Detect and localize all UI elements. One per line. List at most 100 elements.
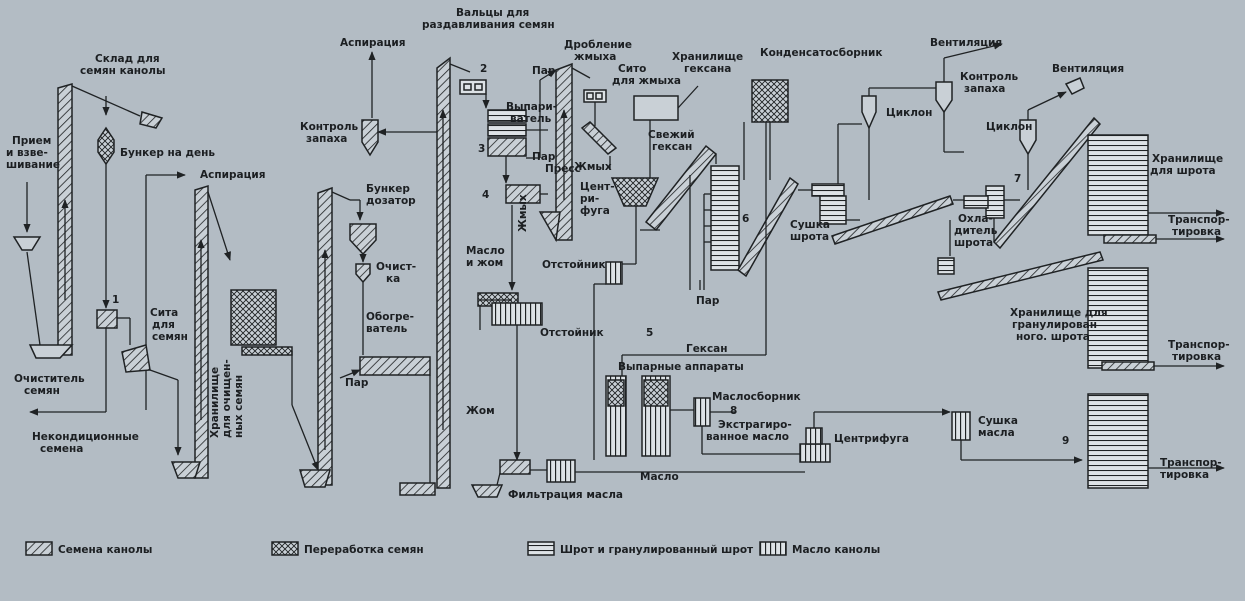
cake-screen xyxy=(580,121,618,155)
label-otstoinik-1: Отстойник xyxy=(542,259,606,271)
label-n1: 1 xyxy=(112,294,119,306)
label-n7: 7 xyxy=(1014,173,1021,185)
meal-storage xyxy=(1087,134,1149,236)
label-vyparnye: Выпарные аппараты xyxy=(618,361,744,373)
label-zhmyh: Жмых xyxy=(574,161,612,173)
dosing-bunker xyxy=(349,223,377,256)
extraction-section xyxy=(538,62,1083,473)
label-zhmyh-vert: Жмых xyxy=(517,194,529,232)
label-par-2: Пар xyxy=(532,151,556,163)
receiving-section xyxy=(12,83,333,488)
cooker xyxy=(487,137,527,157)
seed-screens-2 xyxy=(121,344,151,373)
legend-swatch-seeds xyxy=(25,541,53,556)
label-n8: 8 xyxy=(730,405,737,417)
oil-storage-9 xyxy=(1087,393,1149,489)
legend-swatch-processing xyxy=(271,541,299,556)
label-hranilische-ochisch: Хранилищедля очищен-ных семян xyxy=(209,359,245,438)
legend-label-seeds: Семена канолы xyxy=(58,544,152,556)
aspiration-hopper-1 xyxy=(139,111,164,129)
legend-label-meal: Шрот и гранулированный шрот xyxy=(560,544,754,556)
pellet-conveyor xyxy=(937,251,1104,301)
label-ciklon-2: Циклон xyxy=(986,121,1032,133)
label-centrifuga-2: Центрифуга xyxy=(834,433,909,445)
label-zhom: Жом xyxy=(466,405,495,417)
label-ventil-1: Вентиляция xyxy=(930,37,1002,49)
cyclone-2 xyxy=(1019,119,1037,156)
filter-tank xyxy=(546,459,576,483)
condensate-collector xyxy=(751,79,789,123)
odor-control-2 xyxy=(935,81,953,114)
label-vyparivatel: Выпари-ватель xyxy=(506,101,557,125)
label-centrifuga-1: Цент-ри-фуга xyxy=(580,181,615,217)
day-bunker xyxy=(97,126,115,166)
desolventizer-6 xyxy=(710,165,740,271)
label-aspiration-1: Аспирация xyxy=(200,169,265,181)
label-obogrev: Обогре-ватель xyxy=(366,311,414,335)
extractor-conveyor xyxy=(644,144,718,232)
oil-collector xyxy=(693,397,711,427)
meal-conveyor-2 xyxy=(831,195,954,245)
label-ochistka: Очист-ка xyxy=(376,261,416,285)
legend-swatch-oil xyxy=(759,541,787,556)
ventilation-hood xyxy=(1064,77,1085,95)
meal-section xyxy=(798,42,1225,489)
oil-dryer xyxy=(951,411,971,441)
label-maslosbornik: Маслосборник xyxy=(712,391,801,403)
receiving-hopper xyxy=(12,236,42,251)
label-transport-2: Транспор-тировка xyxy=(1168,339,1230,363)
pellet-storage xyxy=(1087,267,1149,369)
cleaned-seed-storage xyxy=(230,289,277,346)
meal-dryer xyxy=(811,183,845,197)
meal-pelletizer xyxy=(937,257,955,275)
label-maslo: Масло xyxy=(640,471,679,483)
legend-label-processing: Переработка семян xyxy=(304,544,424,556)
label-par-3: Пар xyxy=(532,65,556,77)
fresh-hexane-tank xyxy=(633,95,679,121)
cleaning-unit xyxy=(355,263,371,284)
legend-swatch-meal xyxy=(527,541,555,556)
label-filtracia: Фильтрация масла xyxy=(508,489,623,501)
legend-label-oil: Масло канолы xyxy=(792,544,880,556)
label-n4: 4 xyxy=(482,189,489,201)
settler-2 xyxy=(605,261,623,285)
label-ekstr: Экстрагиро-ванное масло xyxy=(706,419,792,443)
legend: Семена канолы Переработка семян Шрот и г… xyxy=(25,541,880,556)
label-n2: 2 xyxy=(480,63,487,75)
label-transport-3: Транспор-тировка xyxy=(1160,457,1222,481)
evaporator-1 xyxy=(487,109,527,123)
seed-screens-1 xyxy=(96,309,118,329)
heater xyxy=(359,356,431,376)
label-ventil-2: Вентиляция xyxy=(1052,63,1124,75)
label-par-1: Пар xyxy=(345,377,369,389)
oil-filter xyxy=(499,459,531,475)
label-par-4: Пар xyxy=(696,295,720,307)
meal-elevator xyxy=(992,116,1102,250)
label-transport-1: Транспор-тировка xyxy=(1168,214,1230,238)
label-press: Пресс xyxy=(545,163,581,175)
label-bunker-day: Бункер на день xyxy=(120,147,215,159)
centrifuge-extractor xyxy=(610,177,660,207)
label-kondensat: Конденсатосборник xyxy=(760,47,883,59)
label-geksan: Гексан xyxy=(686,343,728,355)
label-n6: 6 xyxy=(742,213,749,225)
